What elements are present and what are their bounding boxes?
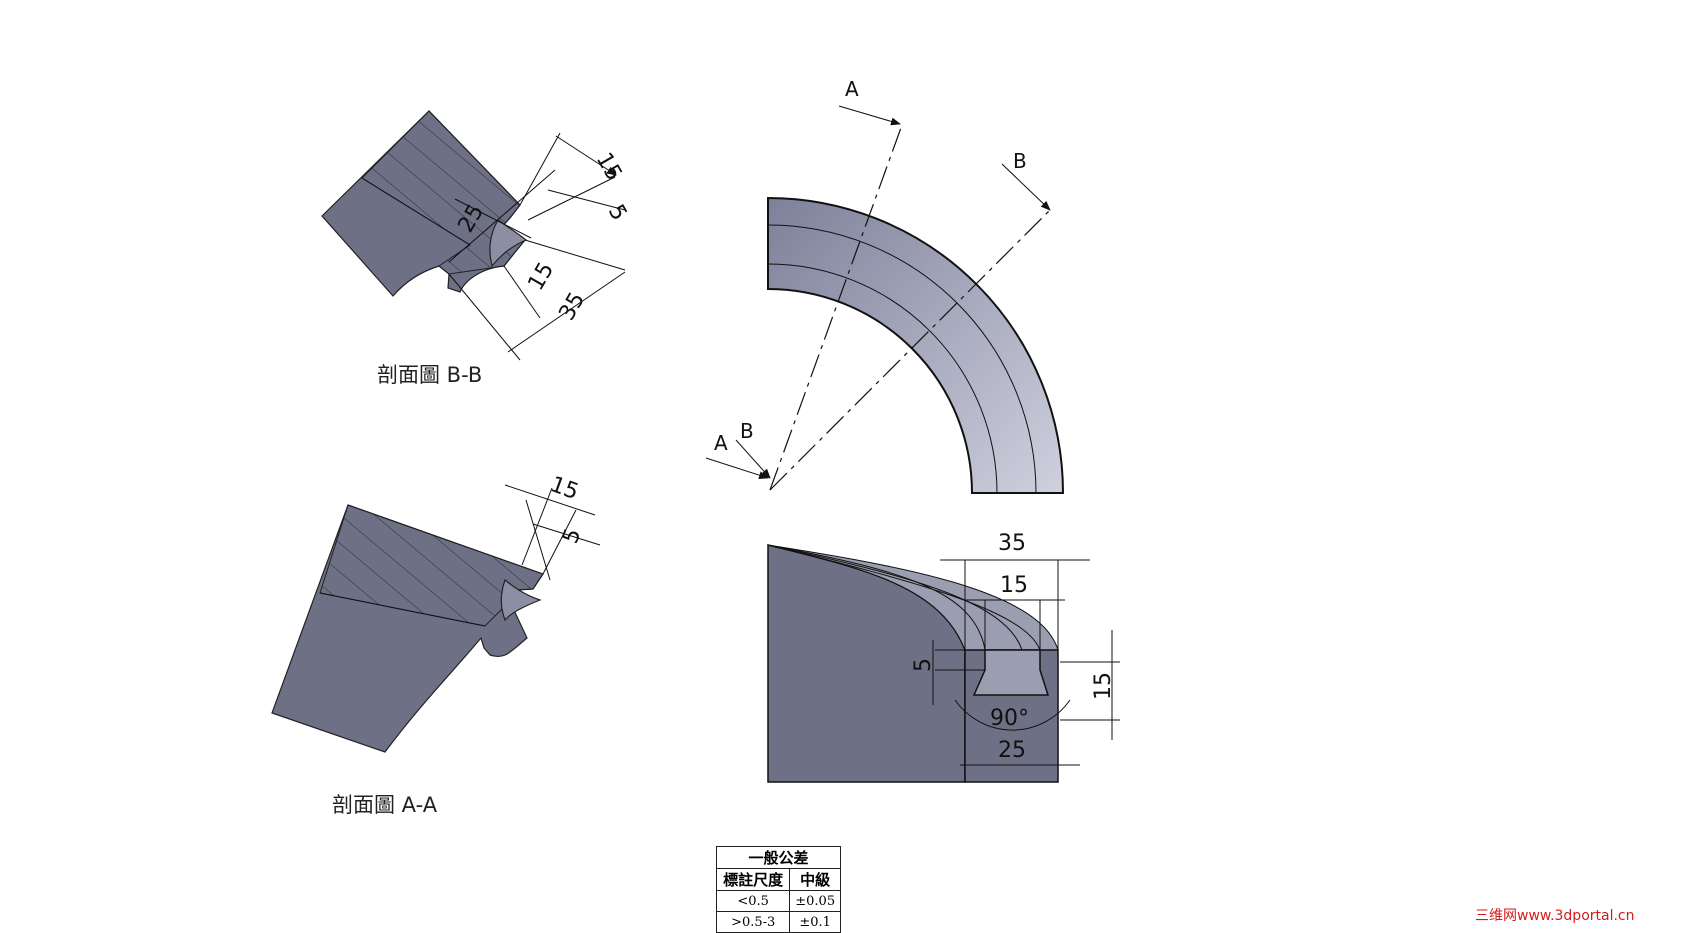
section-bb-view: 15 5 25 15 35 剖面圖 B-B [321, 110, 632, 387]
tolerance-header-range: 標註尺度 [715, 868, 791, 891]
table-row: <0.5 ±0.05 [715, 890, 841, 912]
top-view-cut-line-b [769, 209, 1051, 491]
top-view: A B A B [705, 77, 1065, 494]
section-aa-dim-5: 5 [558, 525, 586, 547]
cut-label-a-top: A [845, 77, 859, 101]
front-dim-25: 25 [998, 738, 1026, 763]
section-aa-view: 15 5 剖面圖 A-A [271, 472, 601, 817]
table-row: >0.5-3 ±0.1 [715, 911, 841, 933]
front-view-groove [972, 649, 1050, 696]
tolerance-range: <0.5 [715, 890, 791, 912]
front-view-dimensions: 35 15 5 15 90° 25 [911, 531, 1120, 766]
front-dim-35: 35 [998, 531, 1026, 556]
front-dim-5: 5 [911, 658, 936, 672]
top-view-cut-line-a [769, 124, 903, 491]
tolerance-value: ±0.05 [789, 890, 841, 912]
front-dim-90-deg: 90° [990, 706, 1029, 731]
section-aa-groove [500, 579, 542, 622]
tolerance-table-title: 一般公差 [716, 846, 841, 869]
tolerance-header-grade: 中級 [789, 868, 841, 891]
section-bb-caption: 剖面圖 B-B [377, 363, 482, 387]
watermark: 三维网www.3dportal.cn [1475, 908, 1635, 924]
cut-label-b-top: B [1013, 149, 1027, 173]
section-bb-dim-35: 35 [555, 288, 591, 325]
section-bb-dim-5: 5 [603, 201, 632, 226]
top-view-bend-line-2 [767, 263, 998, 494]
section-aa-caption: 剖面圖 A-A [332, 793, 438, 817]
section-aa-dimensions: 15 5 [504, 472, 601, 581]
tolerance-table: 一般公差 標註尺度 中級 <0.5 ±0.05 >0.5-3 ±0.1 [715, 846, 841, 933]
tolerance-value: ±0.1 [789, 911, 841, 933]
top-view-bend-line-1 [767, 224, 1037, 494]
cut-label-b-bottom: B [740, 419, 754, 443]
front-view: 35 15 5 15 90° 25 [767, 531, 1120, 783]
tolerance-range: >0.5-3 [715, 911, 791, 933]
section-bb-dim-15-top: 15 [591, 149, 627, 186]
top-view-bend-body [767, 196, 1065, 494]
front-dim-15-right: 15 [1091, 672, 1116, 700]
cut-label-a-bottom: A [714, 431, 728, 455]
section-bb-groove [489, 219, 528, 268]
section-bb-dim-15-mid: 15 [524, 258, 560, 295]
front-dim-15-top: 15 [1000, 573, 1028, 598]
